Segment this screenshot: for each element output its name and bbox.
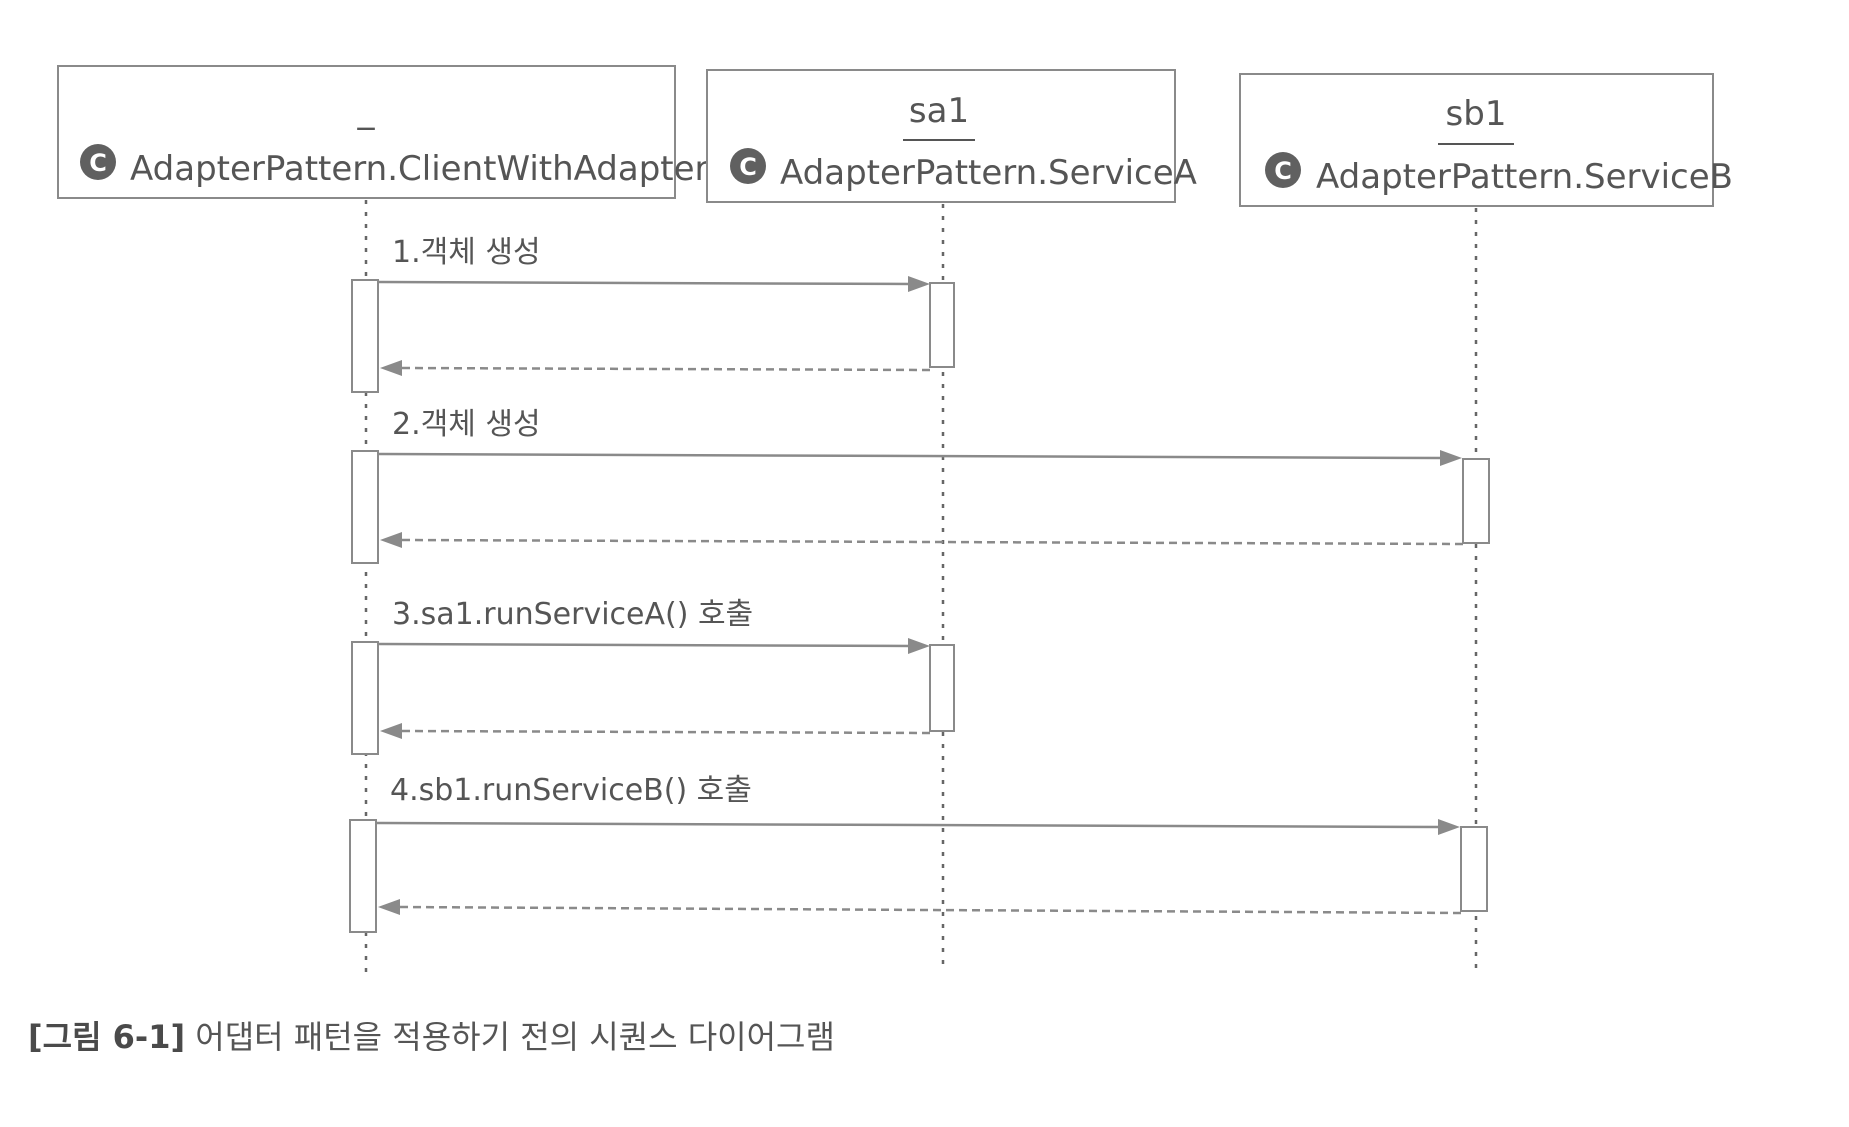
message-1-arrowhead — [908, 276, 930, 292]
class-c-icon: C — [80, 144, 116, 180]
message-3-arrowhead — [908, 638, 930, 654]
message-1-return-line — [399, 366, 931, 372]
message-3-label: 3.sa1.runServiceA() 호출 — [392, 597, 753, 632]
message-2-call-line — [377, 452, 1445, 460]
message-2-return-line — [399, 538, 1464, 546]
figure-caption: [그림 6-1] 어댑터 패턴을 적용하기 전의 시퀀스 다이어그램 — [28, 1012, 835, 1058]
message-4-return-line — [397, 905, 1462, 915]
participant-sa1: sa1 C AdapterPattern.ServiceA — [706, 69, 1197, 203]
message-4-return-arrowhead — [378, 899, 400, 915]
message-3-call-line — [377, 642, 913, 648]
message-2-return-arrowhead — [380, 532, 402, 548]
activation-sa1-1 — [929, 282, 955, 368]
message-4-call-line — [375, 821, 1443, 829]
class-c-icon: C — [1265, 152, 1301, 188]
participant-sb1: sb1 C AdapterPattern.ServiceB — [1239, 73, 1733, 207]
message-3: 3.sa1.runServiceA() 호출 — [351, 597, 955, 755]
participant-sa1-box — [706, 69, 1176, 203]
message-3-return-arrowhead — [380, 723, 402, 739]
activation-client-1 — [351, 279, 379, 393]
participant-sa1-class-name: AdapterPattern.ServiceA — [780, 153, 1197, 193]
message-4: 4.sb1.runServiceB() 호출 — [349, 773, 1488, 933]
activation-sb1-2 — [1462, 458, 1490, 544]
participant-client-object-name: _ — [357, 91, 376, 131]
svg-text:C: C — [89, 149, 107, 177]
participant-sb1-object-name: sb1 — [1446, 94, 1507, 134]
activation-client-2 — [351, 450, 379, 564]
message-1-label: 1.객체 생성 — [392, 235, 541, 270]
message-2-arrowhead — [1440, 450, 1462, 466]
message-1-return-arrowhead — [380, 360, 402, 376]
class-c-icon: C — [730, 148, 766, 184]
participant-client-class-name: AdapterPattern.ClientWithAdapter — [130, 149, 709, 189]
participant-sb1-box — [1239, 73, 1714, 207]
message-4-label: 4.sb1.runServiceB() 호출 — [390, 773, 752, 808]
activation-client-3 — [351, 641, 379, 755]
message-1: 1.객체 생성 — [351, 235, 955, 393]
activation-client-4 — [349, 819, 377, 933]
participant-client: _ C AdapterPattern.ClientWithAdapter — [57, 65, 709, 199]
message-4-arrowhead — [1438, 819, 1460, 835]
message-3-return-line — [399, 729, 931, 735]
message-2-label: 2.객체 생성 — [392, 407, 541, 442]
figure-number: [그림 6-1] — [28, 1018, 186, 1056]
participant-sb1-class-name: AdapterPattern.ServiceB — [1316, 157, 1733, 197]
message-2: 2.객체 생성 — [351, 407, 1490, 564]
svg-text:C: C — [739, 153, 757, 181]
svg-text:C: C — [1274, 157, 1292, 185]
participant-client-box — [57, 65, 676, 199]
message-1-call-line — [377, 280, 913, 286]
figure-caption-text: 어댑터 패턴을 적용하기 전의 시퀀스 다이어그램 — [195, 1018, 835, 1056]
activation-sb1-4 — [1460, 826, 1488, 912]
participant-sa1-object-name: sa1 — [909, 91, 969, 131]
activation-sa1-3 — [929, 644, 955, 732]
